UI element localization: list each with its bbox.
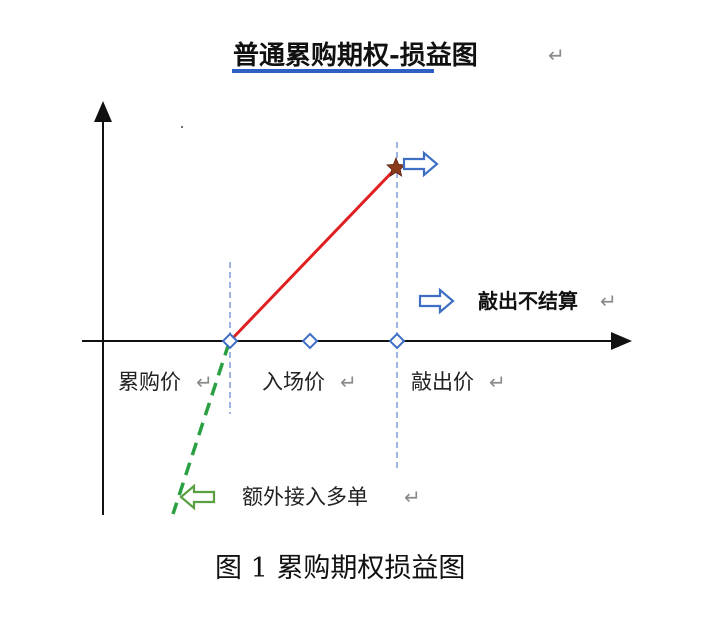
x-axis-arrowhead — [611, 332, 632, 350]
diamond-marker-icon — [388, 332, 406, 350]
loss-line — [171, 342, 231, 515]
return-mark-icon: ↵ — [196, 370, 213, 394]
arrows — [179, 150, 455, 511]
profit-line — [228, 166, 398, 343]
title-underline — [232, 69, 434, 73]
extra-long-label: 额外接入多单 — [242, 485, 368, 509]
hollow-right-arrow-icon — [402, 150, 439, 178]
hollow-left-arrow-icon — [179, 483, 216, 511]
stray-dot — [181, 126, 183, 128]
diamond-marker-icon — [301, 332, 319, 350]
hollow-right-arrow-icon — [418, 287, 455, 315]
markers — [221, 156, 406, 350]
payoff-lines — [171, 166, 398, 515]
star-icon — [386, 156, 406, 177]
y-axis-arrowhead — [94, 101, 112, 122]
axes — [82, 101, 632, 515]
diagram-title: 普通累购期权-损益图 — [233, 40, 478, 71]
diagram-title-group: 普通累购期权-损益图 ↵ — [232, 40, 565, 73]
accumulate-price-label: 累购价 — [118, 370, 181, 394]
knockout-price-label: 敲出价 — [411, 370, 474, 394]
return-mark-icon: ↵ — [340, 370, 357, 394]
entry-price-label: 入场价 — [262, 370, 325, 394]
figure-caption: 图 1 累购期权损益图 — [215, 553, 465, 584]
return-mark-icon: ↵ — [548, 43, 565, 67]
return-mark-icon: ↵ — [600, 289, 617, 313]
knockout-no-settle-label: 敲出不结算 — [478, 289, 578, 313]
return-mark-icon: ↵ — [489, 370, 506, 394]
labels: 敲出不结算 ↵ 累购价 ↵ 入场价 ↵ 敲出价 ↵ 额外接入多单 ↵ — [118, 289, 617, 509]
diamond-marker-icon — [221, 332, 239, 350]
return-mark-icon: ↵ — [404, 485, 421, 509]
